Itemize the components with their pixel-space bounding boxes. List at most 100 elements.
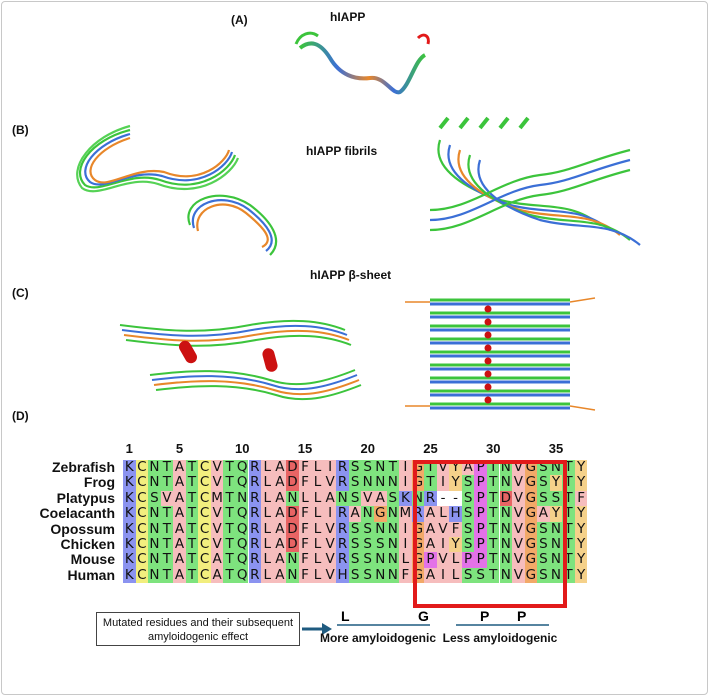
residue: C (198, 474, 211, 491)
residue: L (261, 505, 274, 522)
residue: N (499, 520, 513, 537)
residue: S (348, 551, 362, 568)
residue: I (436, 536, 450, 553)
residue: R (248, 536, 262, 553)
residue: N (386, 551, 400, 568)
residue: I (323, 459, 337, 476)
residue: S (361, 551, 374, 568)
residue: T (223, 459, 236, 476)
panel-a-label: (A) (231, 13, 248, 27)
residue: N (374, 566, 387, 584)
residue: L (311, 474, 324, 491)
more-amyloidogenic-label: More amyloidogenic (319, 631, 437, 645)
residue: V (361, 489, 374, 507)
residue: F (298, 521, 312, 537)
panel-b-title: hIAPP fibrils (306, 144, 378, 158)
residue: L (399, 551, 412, 568)
residue: K (123, 505, 136, 522)
residue: N (286, 566, 299, 584)
residue: S (148, 489, 161, 507)
residue: A (210, 551, 224, 568)
residue: C (135, 566, 149, 584)
residue: L (436, 505, 450, 522)
position-number: 25 (423, 441, 438, 456)
residue: N (148, 474, 161, 491)
residue: M (399, 505, 412, 522)
residue: Q (235, 566, 249, 584)
residue: Y (574, 536, 588, 553)
residue: S (348, 489, 362, 507)
species-name: Coelacanth (39, 505, 115, 522)
residue: K (399, 489, 412, 507)
residue: N (148, 566, 161, 584)
residue: Y (449, 474, 462, 491)
residue: V (210, 536, 224, 553)
position-number: 1 (125, 441, 133, 456)
residue: S (361, 536, 374, 553)
residue: T (185, 521, 199, 537)
residue: V (210, 520, 224, 537)
residue: D (499, 489, 513, 507)
residue: G (524, 505, 538, 522)
residue: Q (235, 474, 249, 491)
residue: N (148, 536, 161, 553)
position-number: 15 (297, 441, 313, 456)
residue: A (273, 474, 287, 491)
residue: L (311, 536, 324, 553)
residue: N (386, 536, 400, 553)
residue: F (298, 505, 312, 522)
residue: C (198, 536, 211, 553)
residue: I (436, 474, 450, 491)
residue: L (449, 567, 462, 584)
residue: T (223, 505, 236, 522)
residue: F (298, 474, 312, 491)
residue: T (223, 474, 236, 491)
residue: V (323, 474, 337, 491)
panel-a-title: hIAPP (330, 10, 366, 24)
residue: K (123, 489, 136, 507)
residue: A (210, 566, 224, 584)
residue: R (248, 520, 262, 537)
residue: R (248, 459, 262, 476)
residue: F (298, 551, 312, 568)
residue: V (210, 459, 224, 476)
residue: L (449, 551, 462, 568)
residue: S (348, 459, 362, 476)
residue: Y (574, 505, 588, 522)
residue: V (323, 551, 337, 568)
residue: L (298, 490, 312, 507)
residue: D (286, 520, 299, 537)
highlight-box (413, 460, 567, 608)
beta-sheet-stack-view (405, 297, 596, 411)
residue: A (537, 505, 550, 522)
residue: F (574, 490, 588, 507)
residue: S (461, 520, 475, 537)
residue: S (461, 505, 475, 522)
residue: T (424, 474, 437, 491)
residue: S (537, 474, 550, 491)
position-number: 5 (175, 441, 184, 456)
residue: N (148, 459, 161, 476)
residue: A (424, 536, 437, 553)
residue: S (537, 551, 550, 568)
residue: N (374, 520, 387, 537)
residue: C (198, 459, 211, 476)
residue: T (185, 551, 199, 568)
residue: V (323, 536, 337, 553)
residue: R (336, 459, 349, 476)
residue: Y (574, 521, 588, 537)
residue: A (273, 566, 287, 584)
residue: D (286, 536, 299, 553)
residue: F (298, 459, 312, 476)
residue: R (424, 489, 437, 507)
residue: A (173, 536, 186, 553)
residue: N (499, 566, 513, 584)
residue: S (386, 489, 400, 507)
residue: A (173, 551, 186, 568)
residue: V (512, 536, 525, 553)
residue: R (336, 551, 349, 568)
residue: M (210, 489, 224, 507)
residue: A (424, 520, 437, 537)
residue: V (210, 474, 224, 491)
residue: R (336, 536, 349, 553)
